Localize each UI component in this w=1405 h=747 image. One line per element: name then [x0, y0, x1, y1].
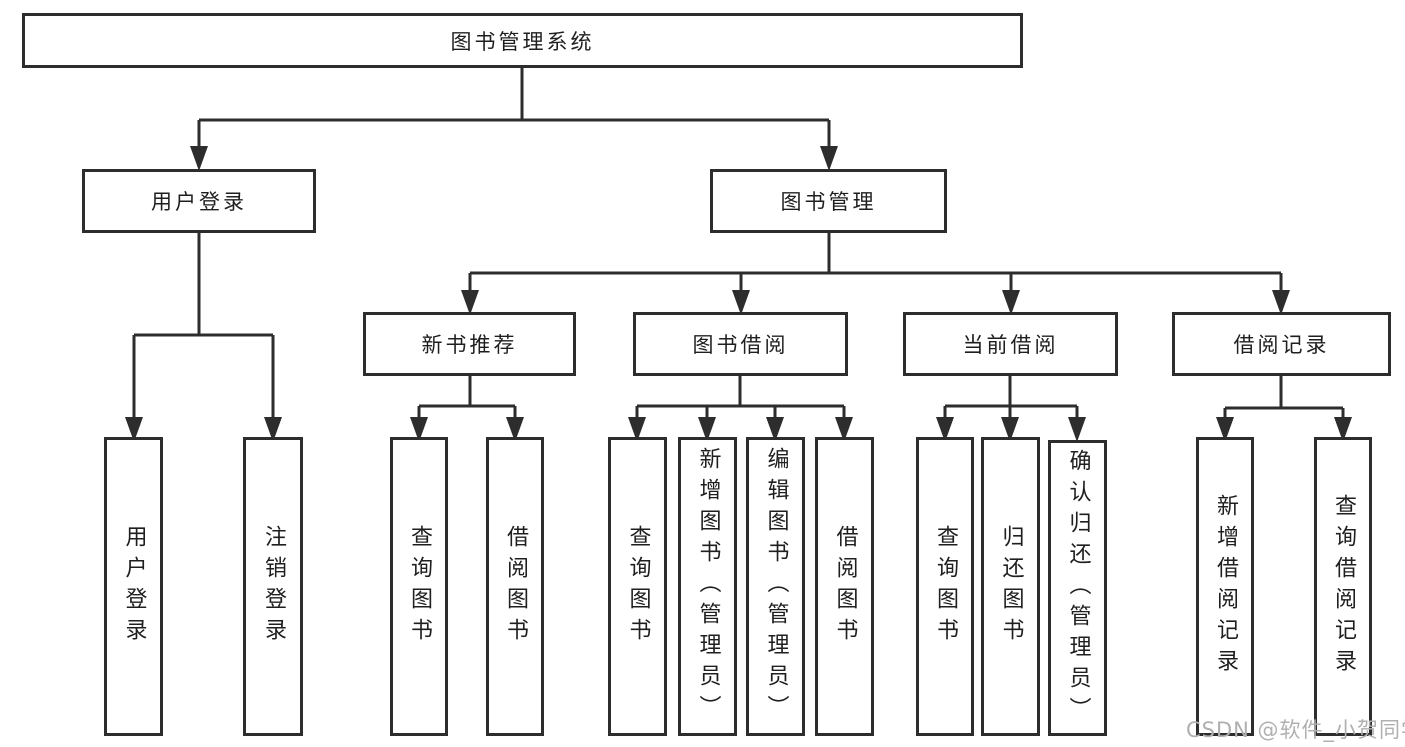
connector-new-book-children — [410, 376, 524, 442]
node-label: 图书管理 — [780, 190, 877, 214]
connector-book-management-children — [461, 233, 1290, 315]
node-label: 借阅图书 — [503, 524, 528, 649]
node-label: 查询图书 — [933, 524, 958, 649]
node-label: 图书借阅 — [692, 333, 789, 357]
node-current-borrow: 当前借阅 — [903, 312, 1118, 376]
leaf-nb-query-books: 查询图书 — [390, 437, 448, 736]
node-label: 归还图书 — [998, 524, 1024, 649]
connector-current-borrow-children — [936, 376, 1086, 442]
leaf-bb-edit-books-admin: 编辑图书（管理员） — [746, 437, 805, 736]
node-label: 确认归还（管理员） — [1065, 448, 1091, 728]
node-label: 当前借阅 — [962, 333, 1059, 357]
node-label: 查询借阅记录 — [1331, 493, 1356, 680]
connector-book-borrow-children — [628, 376, 853, 442]
node-label: 注销登录 — [261, 524, 286, 649]
node-label: 新增借阅记录 — [1213, 493, 1238, 680]
node-label: 用户登录 — [151, 190, 247, 214]
leaf-user-login: 用户登录 — [104, 437, 163, 736]
leaf-cb-query-books: 查询图书 — [916, 437, 974, 736]
connector-user-login-children — [125, 233, 282, 442]
leaf-bb-borrow-books: 借阅图书 — [815, 437, 874, 736]
node-label: 用户登录 — [121, 524, 147, 649]
node-label: 查询图书 — [625, 524, 651, 649]
csdn-watermark: CSDN @软件_小贺同学 — [1186, 718, 1405, 742]
leaf-cb-confirm-return-admin: 确认归还（管理员） — [1048, 440, 1107, 736]
node-label: 图书管理系统 — [450, 29, 595, 54]
connector-borrow-records-children — [1216, 376, 1352, 442]
leaf-bb-add-books-admin: 新增图书（管理员） — [678, 437, 737, 736]
leaf-logout: 注销登录 — [243, 437, 303, 736]
node-label: 借阅记录 — [1233, 333, 1330, 357]
node-label: 新书推荐 — [421, 333, 518, 357]
node-new-book-recommend: 新书推荐 — [363, 312, 576, 376]
node-label: 借阅图书 — [832, 524, 858, 649]
node-library-management-system: 图书管理系统 — [22, 13, 1023, 68]
node-label: 编辑图书（管理员） — [763, 447, 789, 726]
node-label: 查询图书 — [407, 524, 432, 649]
leaf-br-query-record: 查询借阅记录 — [1314, 437, 1372, 736]
leaf-cb-return-books: 归还图书 — [981, 437, 1040, 736]
node-book-borrow: 图书借阅 — [633, 312, 848, 376]
leaf-nb-borrow-books: 借阅图书 — [486, 437, 544, 736]
leaf-br-add-record: 新增借阅记录 — [1196, 437, 1254, 736]
node-label: 新增图书（管理员） — [695, 447, 721, 726]
node-borrow-records: 借阅记录 — [1172, 312, 1391, 376]
connector-root-to-level2 — [190, 68, 838, 171]
node-book-management: 图书管理 — [710, 169, 947, 233]
leaf-bb-query-books: 查询图书 — [608, 437, 667, 736]
node-user-login: 用户登录 — [82, 169, 316, 233]
